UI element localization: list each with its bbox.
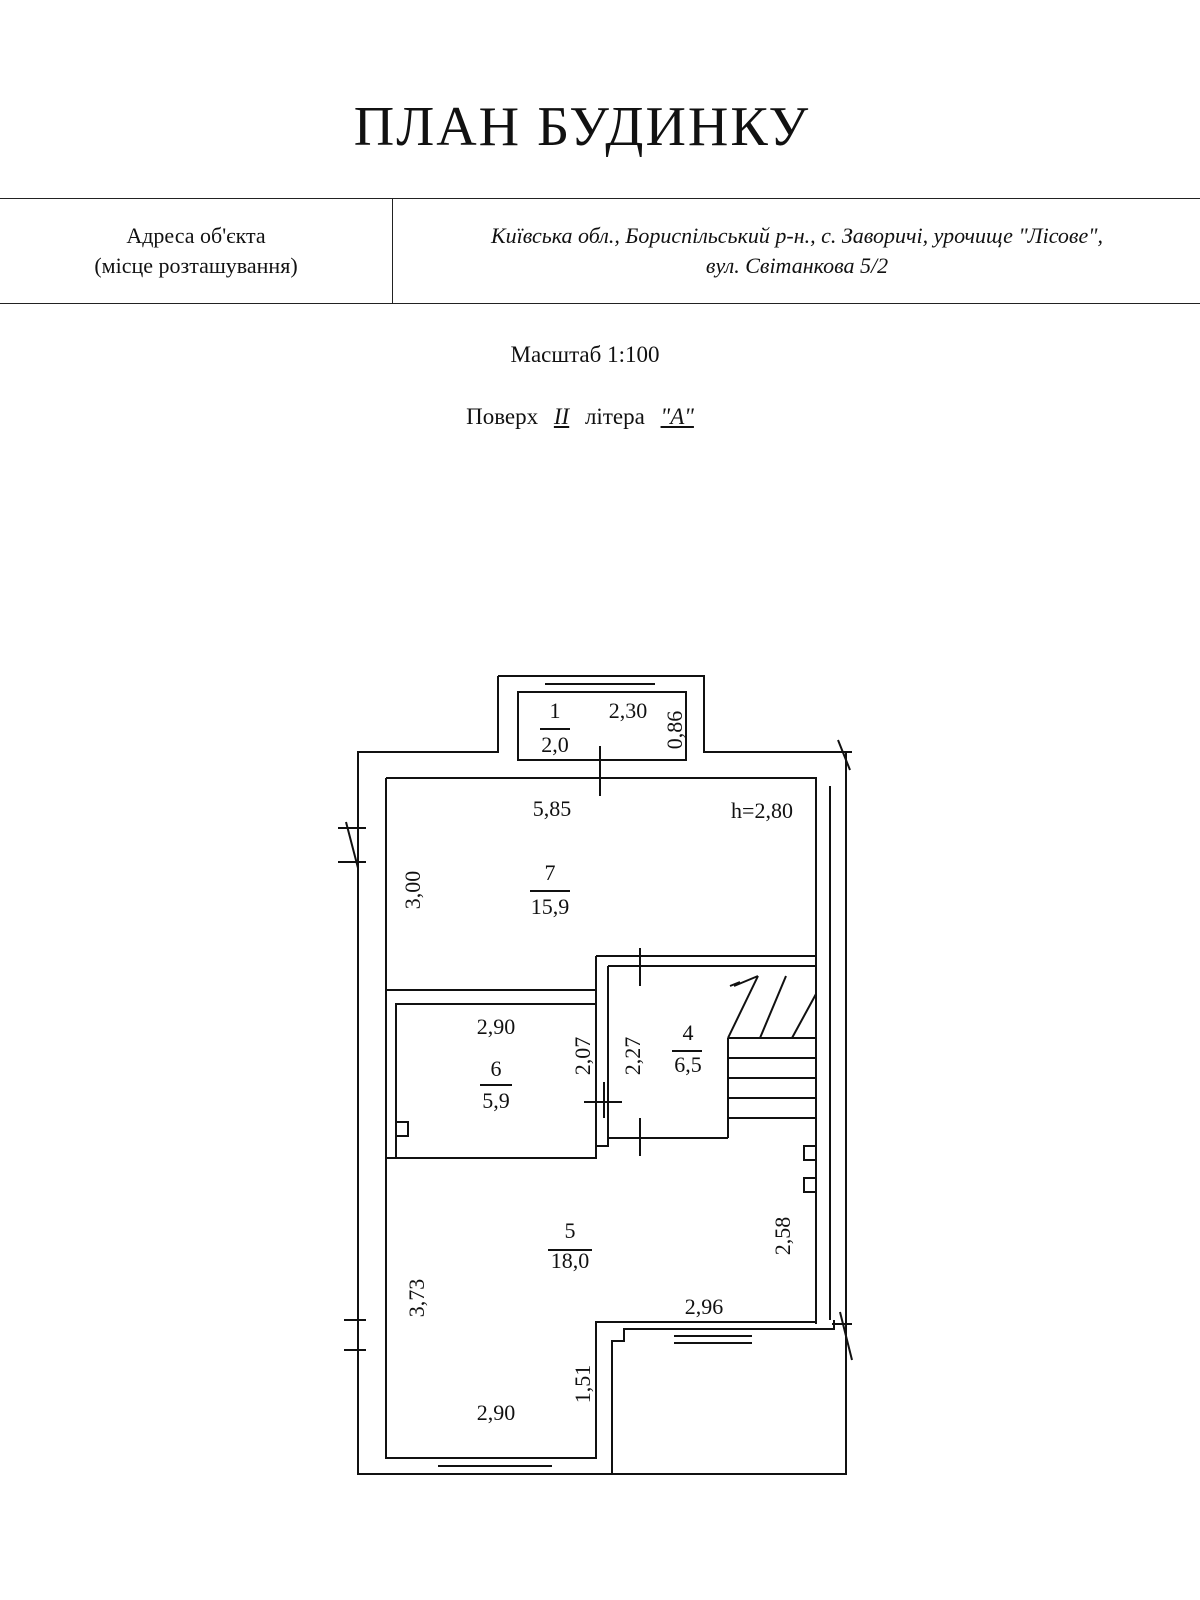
dimension-label: 2,90 bbox=[477, 1400, 516, 1425]
address-label-note: (місце розташування) bbox=[94, 253, 298, 278]
room-number: 5 bbox=[565, 1218, 576, 1243]
break-mark bbox=[338, 821, 366, 869]
room-area: 5,9 bbox=[482, 1088, 510, 1113]
fraction-line bbox=[480, 728, 702, 1251]
room-number: 6 bbox=[491, 1056, 502, 1081]
dimension-label: 2,58 bbox=[770, 1217, 795, 1256]
dimension-label: 3,00 bbox=[400, 871, 425, 910]
room4-outer bbox=[595, 955, 816, 1158]
address-label-cell: Адреса об'єкта (місце розташування) bbox=[0, 199, 393, 303]
room-area: 15,9 bbox=[531, 894, 570, 919]
dimension-label: 2,90 bbox=[477, 1014, 516, 1039]
floor-line: Поверх II літера "А" bbox=[0, 404, 1170, 430]
room-number: 7 bbox=[545, 860, 556, 885]
window-right bbox=[674, 1328, 752, 1344]
dimension-label: 2,96 bbox=[685, 1294, 724, 1319]
dimension-label: 1,51 bbox=[570, 1365, 595, 1404]
vent bbox=[803, 1177, 817, 1193]
room-number: 4 bbox=[683, 1020, 694, 1045]
corridor-wall bbox=[386, 1138, 609, 1159]
stairs bbox=[727, 975, 817, 1138]
address-table: Адреса об'єкта (місце розташування) Київ… bbox=[0, 198, 1200, 304]
inner-wall bbox=[517, 691, 687, 761]
address-value-line2: вул. Світанкова 5/2 bbox=[705, 253, 889, 278]
door-tick bbox=[584, 746, 641, 1156]
dimension-label: 2,07 bbox=[570, 1037, 595, 1076]
vent bbox=[803, 1145, 817, 1161]
page-title: ПЛАН БУДИНКУ bbox=[353, 96, 811, 158]
room-number: 1 bbox=[550, 698, 561, 723]
scale-text: Масштаб 1:100 bbox=[510, 342, 660, 367]
dimension-label: 0,86 bbox=[662, 711, 687, 750]
floor-prefix: Поверх bbox=[466, 404, 539, 429]
break-mark bbox=[832, 739, 852, 771]
room7-outline bbox=[386, 777, 817, 1324]
break-mark bbox=[344, 1319, 366, 1351]
litera-label: літера bbox=[584, 404, 645, 429]
address-value-cell: Київська обл., Бориспільський р-н., с. З… bbox=[394, 199, 1200, 303]
room-area: 18,0 bbox=[551, 1248, 590, 1273]
litera-value: "А" bbox=[660, 404, 694, 429]
room-area: 6,5 bbox=[674, 1052, 702, 1077]
left-inner bbox=[385, 778, 816, 1459]
window-bottom bbox=[438, 1457, 552, 1475]
dimension-label: 2,30 bbox=[609, 698, 648, 723]
break-mark bbox=[832, 1311, 853, 1361]
address-value-line1: Київська обл., Бориспільський р-н., с. З… bbox=[491, 223, 1103, 248]
dimension-label: 3,73 bbox=[404, 1279, 429, 1318]
ceiling-height: h=2,80 bbox=[731, 798, 793, 823]
dimension-label: 2,27 bbox=[620, 1037, 645, 1076]
address-label: Адреса об'єкта bbox=[126, 223, 266, 248]
vent bbox=[395, 1121, 409, 1137]
window-top bbox=[545, 675, 655, 685]
floor-number: II bbox=[553, 404, 570, 429]
dimension-label: 5,85 bbox=[533, 796, 572, 821]
room-area: 2,0 bbox=[541, 732, 569, 757]
